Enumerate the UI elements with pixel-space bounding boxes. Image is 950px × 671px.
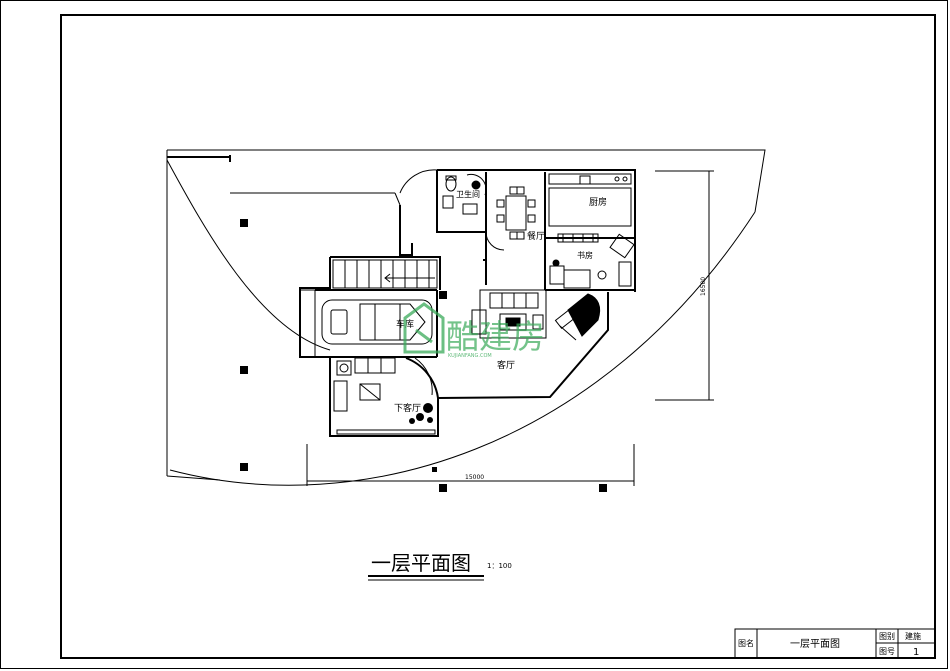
watermark-url: KUJIANFANG.COM [448,353,492,359]
title-block-category-label: 图别 [879,632,895,641]
watermark-logo [403,302,445,354]
title-block-name-label: 图名 [738,638,754,648]
study-fixtures [549,233,635,289]
dimension-height [655,170,714,401]
dimension-width-label: 15000 [465,474,484,481]
room-label-study: 书房 [577,250,593,260]
watermark-brand: 酷建房 [446,317,545,356]
room-label-bathroom: 卫生间 [456,189,480,199]
site-boundary [166,149,766,486]
title-block-number-label: 图号 [879,647,895,656]
plant-icons [409,403,433,424]
living-room-furniture [471,289,547,339]
piano-icon [554,293,601,341]
room-label-living: 客厅 [497,359,515,371]
title-block-name: 一层平面图 [790,638,840,650]
lower-living-furniture [333,357,439,435]
dining-table [485,186,536,251]
kitchen-fixtures [548,173,632,243]
bathroom-fixtures [442,173,487,215]
drawing-scale: 1：100 [487,562,512,570]
room-label-kitchen: 厨房 [589,196,607,208]
title-block-category: 建施 [905,631,921,641]
stairs [299,259,438,358]
drawing-title: 一层平面图 [371,551,471,575]
dimension-height-label: 16500 [700,277,707,296]
column-markers [240,219,607,492]
house-walls [299,169,636,437]
room-label-lower-living: 下客厅 [394,402,421,414]
title-block-number: 1 [913,647,919,658]
garage-car [321,299,433,345]
room-label-dining: 餐厅 [527,230,545,242]
dimension-width [306,444,635,486]
sheet-inner-frame [60,14,936,659]
title-block [734,628,936,659]
